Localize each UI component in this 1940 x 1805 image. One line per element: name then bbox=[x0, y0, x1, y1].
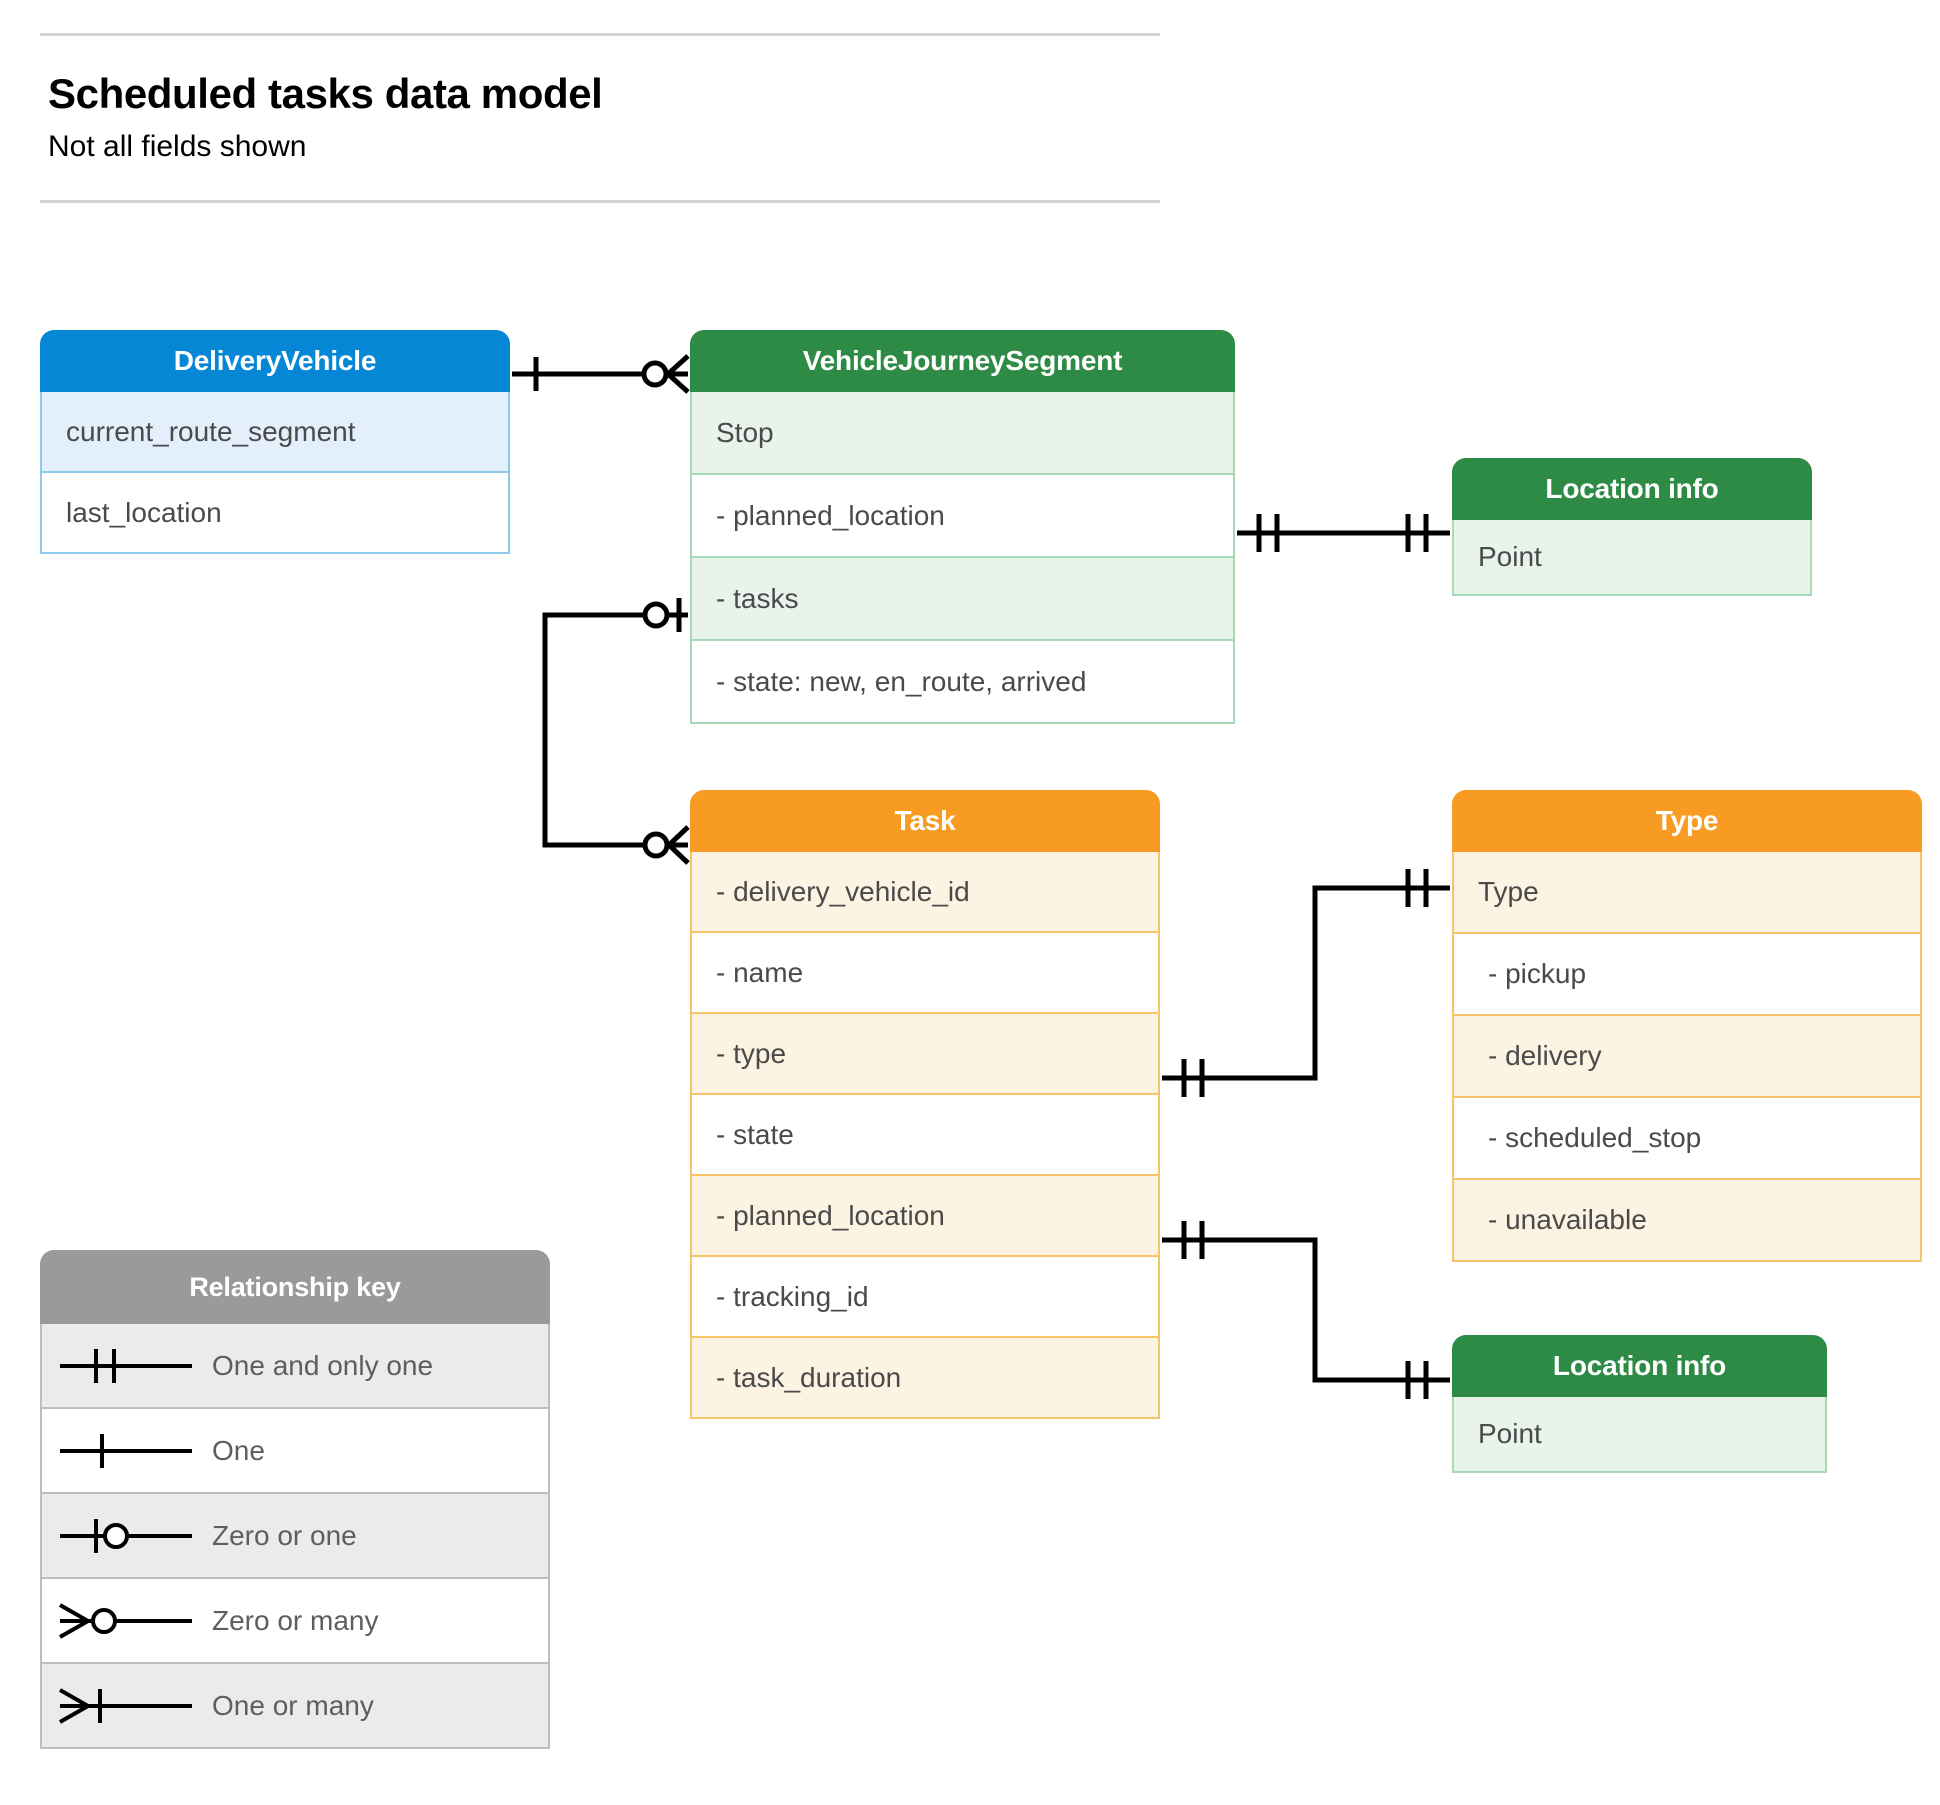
entity-field-row: - task_duration bbox=[690, 1338, 1160, 1419]
zero-or-many-icon bbox=[42, 1596, 212, 1646]
connector-task-location-to-location bbox=[1162, 1237, 1450, 1383]
entity-title-location-info-top: Location info bbox=[1452, 458, 1812, 520]
entity-task[interactable]: Task - delivery_vehicle_id - name - type… bbox=[690, 790, 1160, 1419]
entity-field-row: Point bbox=[1452, 1397, 1827, 1473]
legend-item-zero-or-one: Zero or one bbox=[40, 1494, 550, 1579]
zero-or-one-icon bbox=[42, 1511, 212, 1561]
connector-task-type-to-type bbox=[1162, 885, 1450, 1081]
relationship-key-legend[interactable]: Relationship key One and only one One bbox=[40, 1250, 550, 1749]
legend-item-one-or-many: One or many bbox=[40, 1664, 550, 1749]
entity-field-row: Type bbox=[1452, 852, 1922, 934]
entity-vehicle-journey-segment[interactable]: VehicleJourneySegment Stop - planned_loc… bbox=[690, 330, 1235, 724]
entity-title-vehicle-journey-segment: VehicleJourneySegment bbox=[690, 330, 1235, 392]
entity-field-row: - pickup bbox=[1452, 934, 1922, 1016]
connector-tasks-to-task bbox=[542, 612, 688, 848]
legend-item-label: One bbox=[212, 1434, 265, 1466]
legend-title: Relationship key bbox=[40, 1250, 550, 1324]
one-icon bbox=[42, 1426, 212, 1476]
entity-type[interactable]: Type Type - pickup - delivery - schedule… bbox=[1452, 790, 1922, 1262]
entity-field-row: - tracking_id bbox=[690, 1257, 1160, 1338]
legend-item-zero-or-many: Zero or many bbox=[40, 1579, 550, 1664]
legend-item-one-and-only-one: One and only one bbox=[40, 1324, 550, 1409]
entity-field-row: - planned_location bbox=[690, 475, 1235, 558]
legend-item-label: Zero or one bbox=[212, 1519, 357, 1551]
entity-field-row: - name bbox=[690, 933, 1160, 1014]
entity-field-row: Point bbox=[1452, 520, 1812, 596]
entity-field-row: - delivery bbox=[1452, 1016, 1922, 1098]
header-rule-bottom bbox=[40, 200, 1160, 203]
legend-item-label: One and only one bbox=[212, 1349, 434, 1381]
entity-title-type: Type bbox=[1452, 790, 1922, 852]
one-and-only-one-icon bbox=[42, 1341, 212, 1391]
legend-item-label: Zero or many bbox=[212, 1604, 379, 1636]
entity-title-task: Task bbox=[690, 790, 1160, 852]
entity-field-row: - tasks bbox=[690, 558, 1235, 641]
entity-title-location-info-bottom: Location info bbox=[1452, 1335, 1827, 1397]
legend-item-one: One bbox=[40, 1409, 550, 1494]
entity-field-row: last_location bbox=[40, 473, 510, 554]
entity-field-row: - unavailable bbox=[1452, 1180, 1922, 1262]
header-rule-top bbox=[40, 33, 1160, 36]
entity-field-row: - state: new, en_route, arrived bbox=[690, 641, 1235, 724]
entity-location-info-bottom[interactable]: Location info Point bbox=[1452, 1335, 1827, 1473]
one-or-many-icon bbox=[42, 1681, 212, 1731]
entity-field-row: - scheduled_stop bbox=[1452, 1098, 1922, 1180]
entity-field-row: - type bbox=[690, 1014, 1160, 1095]
entity-field-row: current_route_segment bbox=[40, 392, 510, 473]
entity-field-row: - planned_location bbox=[690, 1176, 1160, 1257]
entity-field-row: - delivery_vehicle_id bbox=[690, 852, 1160, 933]
entity-field-row: - state bbox=[690, 1095, 1160, 1176]
entity-title-delivery-vehicle: DeliveryVehicle bbox=[40, 330, 510, 392]
entity-delivery-vehicle[interactable]: DeliveryVehicle current_route_segment la… bbox=[40, 330, 510, 554]
entity-field-row: Stop bbox=[690, 392, 1235, 475]
entity-location-info-top[interactable]: Location info Point bbox=[1452, 458, 1812, 596]
page-title: Scheduled tasks data model bbox=[48, 70, 603, 117]
page-subtitle: Not all fields shown bbox=[48, 130, 307, 163]
legend-item-label: One or many bbox=[212, 1689, 374, 1721]
